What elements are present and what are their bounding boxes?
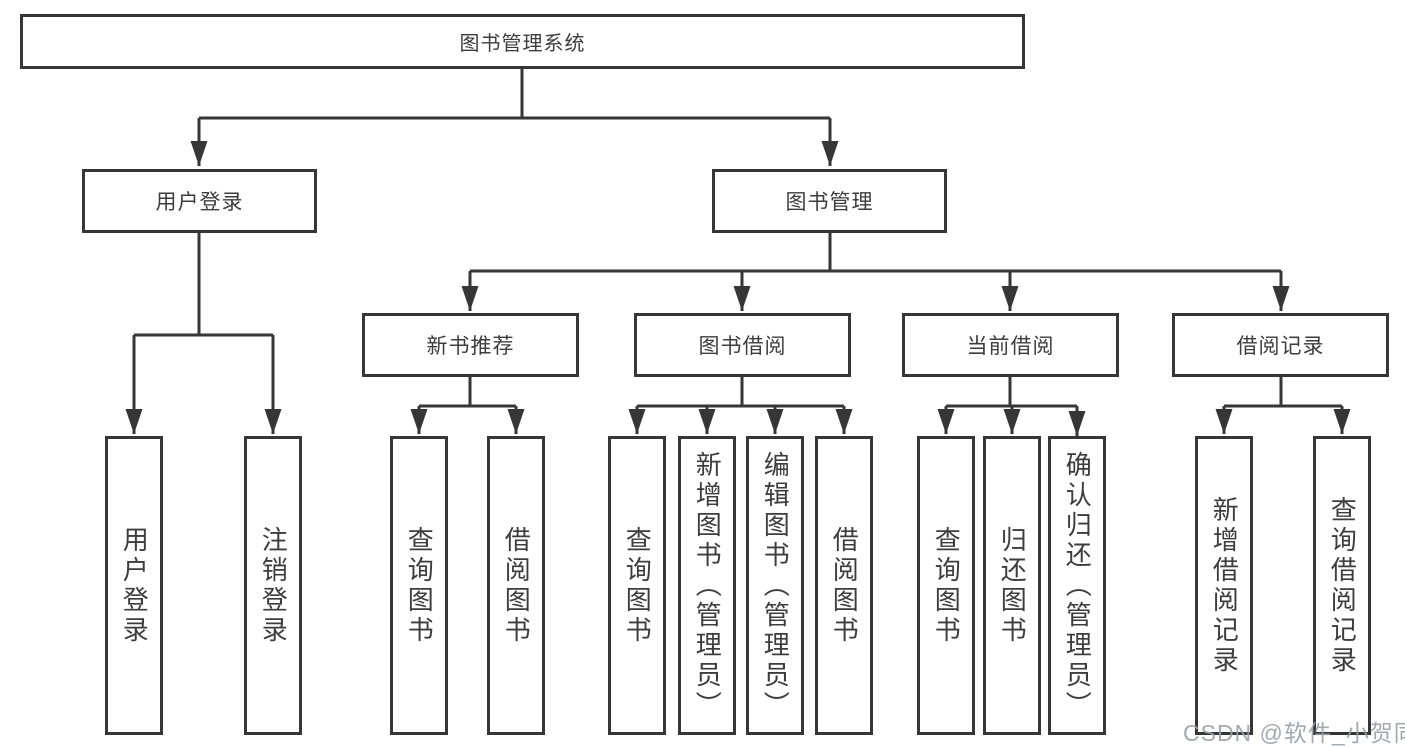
connector-login-trunk: [134, 233, 273, 337]
leaf-add-book-admin: 新增图书（管理员）: [678, 436, 736, 735]
connector-mgmt-trunk: [470, 233, 1281, 273]
node-current-borrowing: 当前借阅: [902, 313, 1119, 377]
node-label: 查询图书: [404, 525, 435, 646]
node-user-login: 用户登录: [82, 169, 317, 233]
node-label: 新增图书（管理员）: [692, 450, 723, 721]
csdn-watermark: CSDN @软件_小贺同学: [1183, 720, 1405, 746]
node-new-book-recommend: 新书推荐: [362, 313, 579, 377]
connector-newbook-trunk: [419, 377, 516, 408]
node-borrowing-records: 借阅记录: [1172, 313, 1389, 377]
leaf-query-books: 查询图书: [390, 436, 448, 735]
node-label: 图书借阅: [698, 335, 787, 358]
leaf-return-books: 归还图书: [983, 436, 1041, 735]
node-book-borrowing: 图书借阅: [634, 313, 851, 377]
node-label: 图书管理系统: [459, 33, 586, 55]
leaf-user-login: 用户登录: [105, 436, 163, 735]
node-label: 新书推荐: [426, 335, 515, 358]
leaf-borrow-books: 借阅图书: [815, 436, 873, 735]
node-label: 归还图书: [997, 525, 1028, 646]
connector-root-trunk: [199, 69, 830, 120]
node-book-management: 图书管理: [712, 169, 947, 233]
node-label: 用户登录: [119, 525, 150, 646]
leaf-edit-book-admin: 编辑图书（管理员）: [746, 436, 804, 735]
leaf-query-books: 查询图书: [917, 436, 975, 735]
connector-current-trunk: [946, 377, 1077, 408]
leaf-add-borrow-record: 新增借阅记录: [1195, 436, 1253, 735]
node-library-management-system: 图书管理系统: [20, 14, 1025, 69]
node-label: 新增借阅记录: [1209, 495, 1240, 676]
leaf-logout: 注销登录: [244, 436, 302, 735]
node-label: 查询借阅记录: [1327, 495, 1358, 676]
leaf-query-books: 查询图书: [608, 436, 666, 735]
connector-borrow-trunk: [637, 377, 844, 408]
node-label: 编辑图书（管理员）: [760, 450, 791, 721]
node-label: 图书管理: [785, 191, 874, 214]
node-label: 查询图书: [931, 525, 962, 646]
node-label: 借阅图书: [501, 525, 532, 646]
leaf-borrow-books: 借阅图书: [487, 436, 545, 735]
node-label: 用户登录: [155, 191, 244, 214]
connector-record-trunk: [1224, 377, 1342, 408]
leaf-confirm-return-admin: 确认归还（管理员）: [1048, 436, 1106, 735]
node-label: 借阅记录: [1236, 335, 1325, 358]
node-label: 确认归还（管理员）: [1062, 450, 1093, 721]
node-label: 查询图书: [622, 525, 653, 646]
leaf-query-borrow-record: 查询借阅记录: [1313, 436, 1371, 735]
node-label: 借阅图书: [829, 525, 860, 646]
node-label: 当前借阅: [966, 335, 1055, 358]
node-label: 注销登录: [258, 525, 289, 646]
